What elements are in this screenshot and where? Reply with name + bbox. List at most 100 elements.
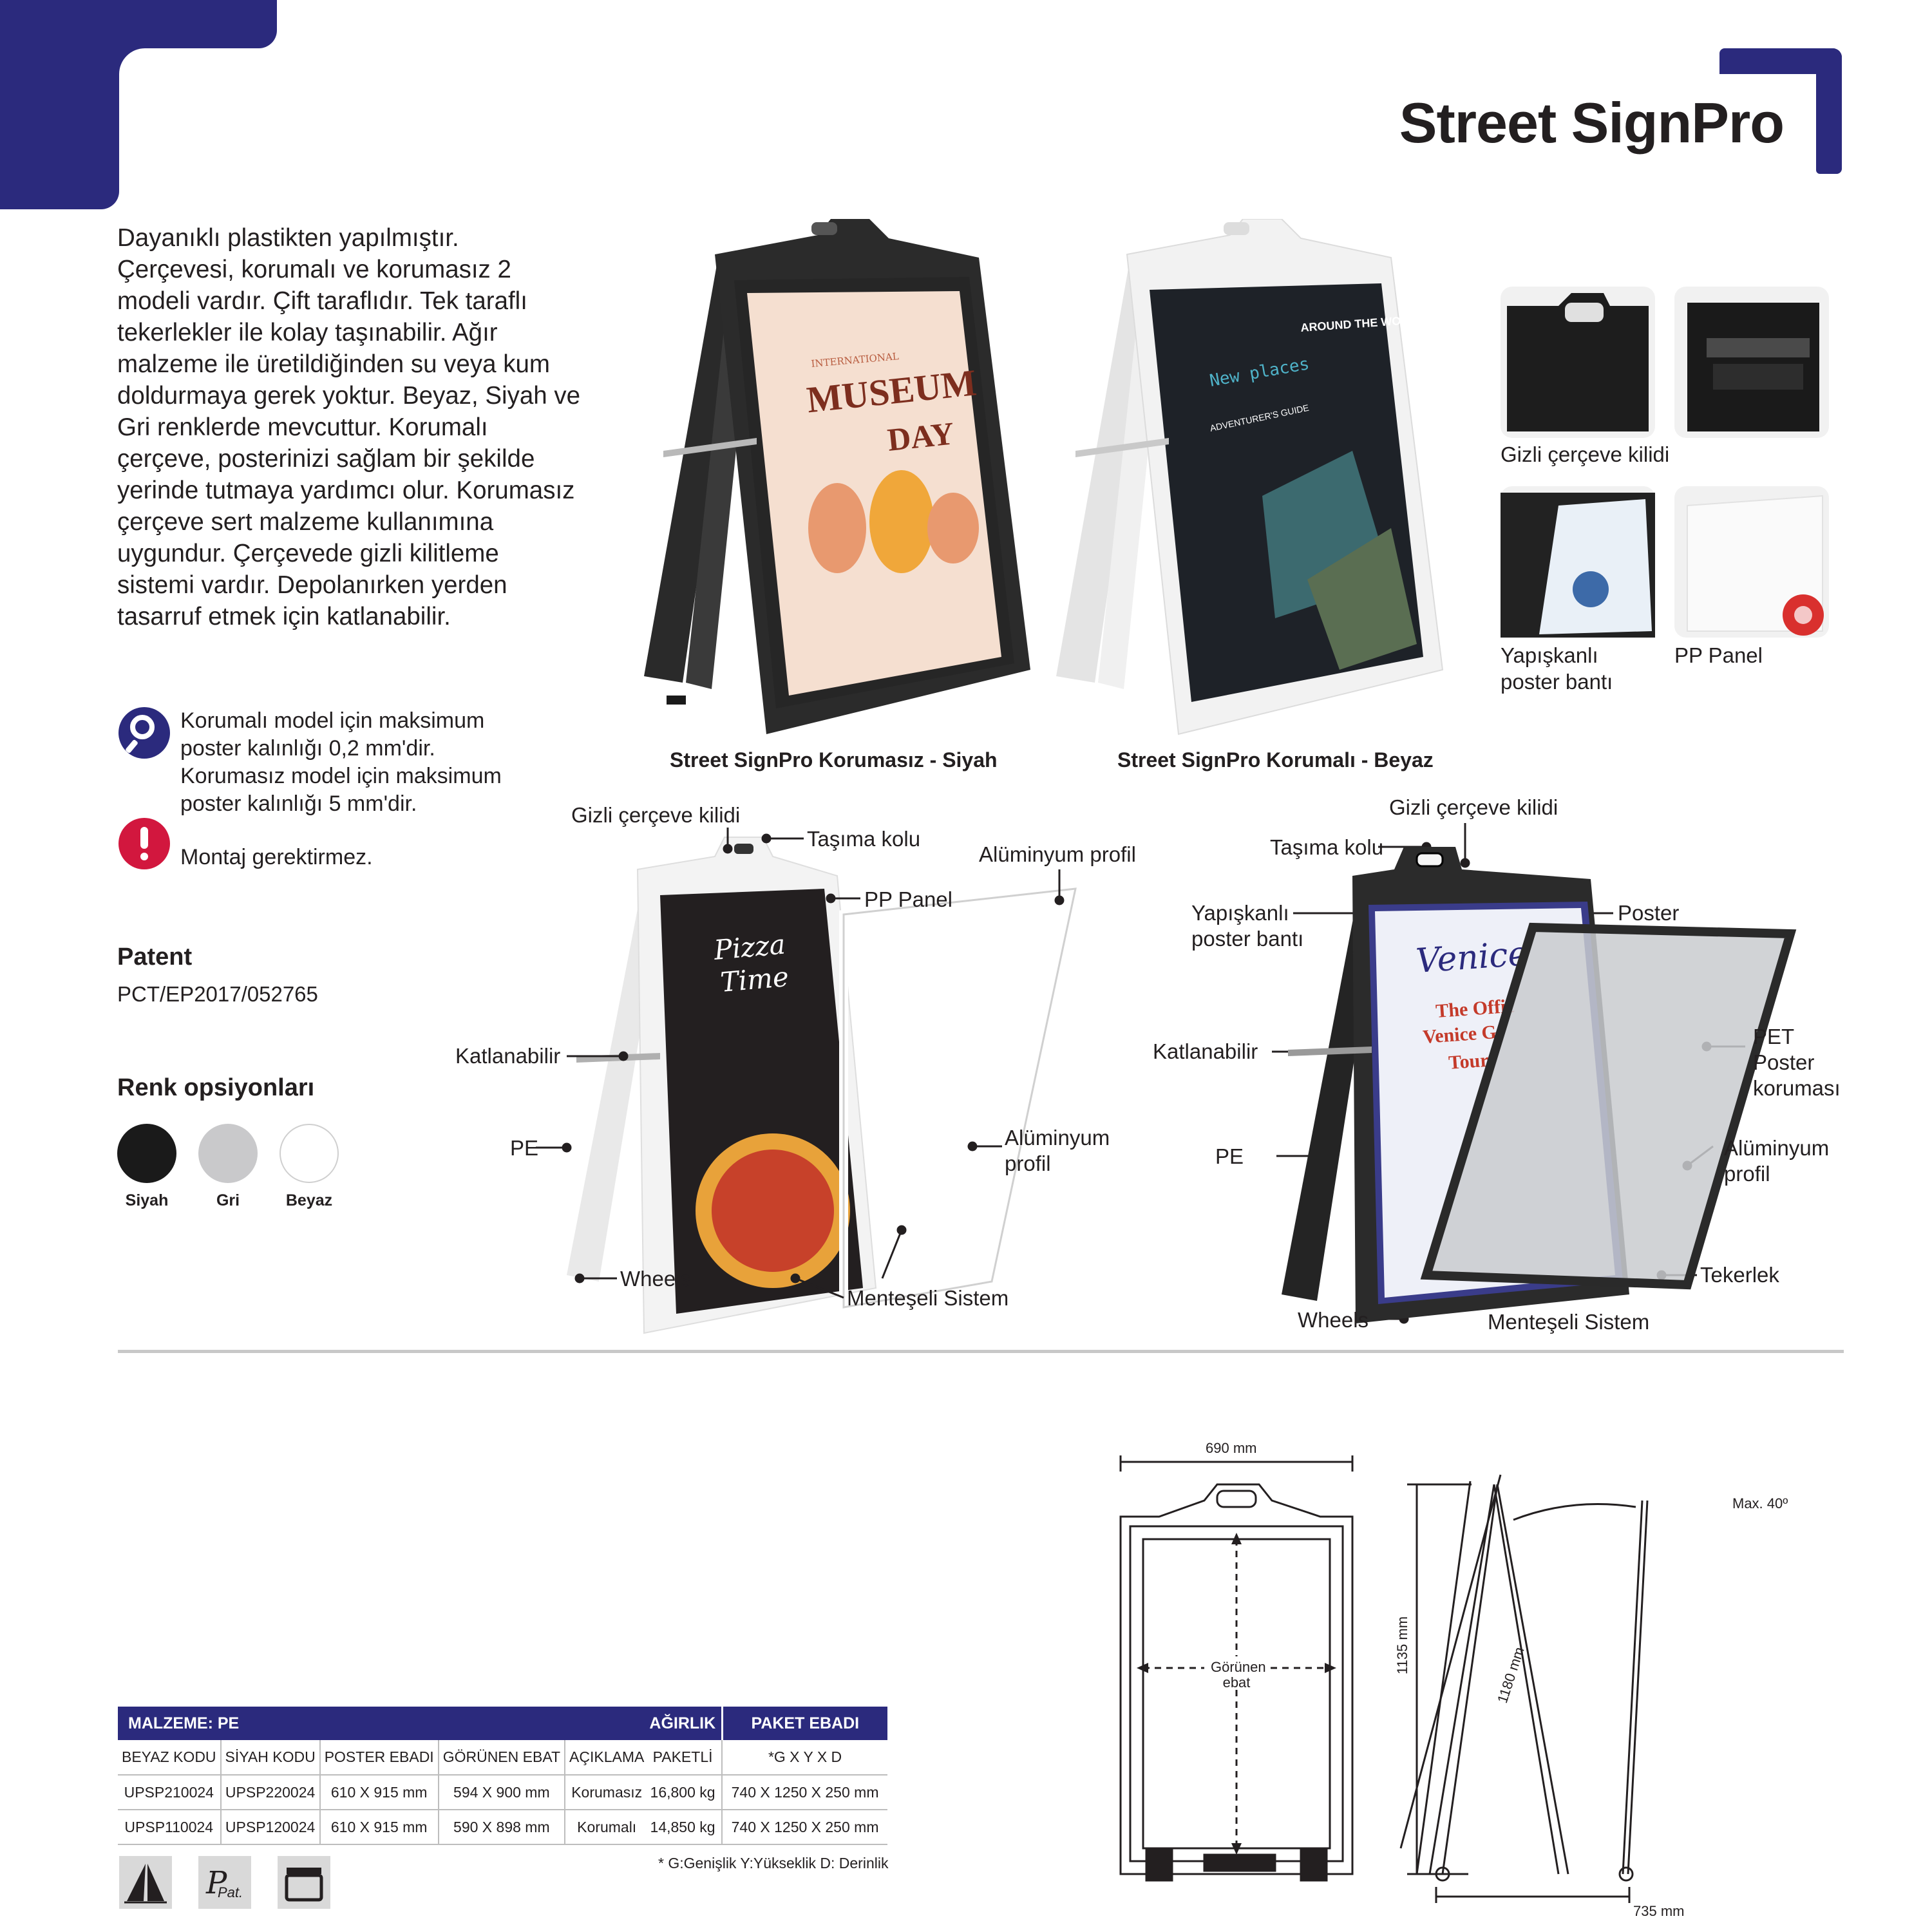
package-footnote: * G:Genişlik Y:Yükseklik D: Derinlik [658,1855,889,1871]
venice-poster-line4: Tour [1448,1050,1489,1074]
column-header: *G X Y X D [722,1740,887,1776]
black-sign-illustration: INTERNATIONAL MUSEUM DAY [644,219,1030,734]
table-cell: 14,850 kg [644,1810,723,1845]
table-cell: Korumasız [565,1775,649,1810]
color-swatch-white [279,1124,339,1183]
magnifier-icon [118,707,170,759]
table-cell: UPSP110024 [118,1810,222,1845]
color-label-white: Beyaz [285,1191,333,1209]
callout-left-aluminium-profile: Alüminyum profil [1005,1126,1110,1175]
callout-left-wheels: Wheels [620,1267,692,1291]
venice-poster-line3: Venice G [1422,1021,1497,1048]
material-table: MALZEME: PE BEYAZ KODU SİYAH KODU POSTER… [118,1707,649,1845]
callout-left-hinge: Menteşeli Sistem [847,1286,1009,1310]
dimension-base: 735 mm [1633,1903,1685,1919]
dimension-visible-area: Görünen ebat [1211,1659,1266,1690]
callout-left-hidden-lock: Gizli çerçeve kilidi [571,803,741,827]
table-row: 14,850 kg 740 X 1250 X 250 mm [644,1810,887,1845]
table-cell: 740 X 1250 X 250 mm [722,1775,887,1810]
column-header: PAKETLİ [644,1740,723,1776]
section-divider [118,1350,1844,1353]
note-line: poster kalınlığı 5 mm'dir. [180,791,417,816]
note-line: Korumalı model için maksimum [180,708,485,733]
callout-right-foldable: Katlanabilir [1153,1039,1258,1063]
pizza-poster-line2: Time [719,961,790,998]
assembly-note: Montaj gerektirmez. [180,845,373,869]
note-line: Korumasız model için maksimum [180,764,502,788]
callout-right-pe: PE [1215,1144,1244,1168]
callout-right-wheels: Wheels [1298,1308,1369,1332]
page-title: Street SignPro [1399,91,1785,155]
product-description: Dayanıklı plastikten yapılmıştır. Çerçev… [117,224,581,630]
poster-thickness-note: Korumalı model için maksimum poster kalı… [180,707,502,818]
callout-right-hidden-lock: Gizli çerçeve kilidi [1389,795,1558,819]
thumbnail-pp-panel [1674,486,1829,638]
table-cell: UPSP220024 [220,1775,321,1810]
table-cell: 610 X 915 mm [319,1775,439,1810]
patent-heading: Patent [117,943,193,971]
venice-poster-line1: Venice [1415,934,1529,981]
column-header: POSTER EBADI [319,1740,439,1776]
foldable-icon [119,1856,172,1909]
callout-right-pet: PET Poster koruması [1753,1025,1841,1100]
color-label-gray: Gri [216,1191,240,1209]
museum-poster-line3: DAY [886,415,956,458]
table-cell: 590 X 898 mm [438,1810,566,1845]
patent-number: PCT/EP2017/052765 [117,982,318,1006]
column-header: BEYAZ KODU [118,1740,222,1776]
thumbnail-adhesive-tape [1501,486,1655,638]
white-sign-illustration: AROUND THE WORLD New places ADVENTURER'S… [1056,219,1444,735]
no-assembly-icon [278,1856,330,1909]
svg-text:P: P [205,1865,227,1901]
callout-left-handle: Taşıma kolu [807,827,921,851]
caption-black-model: Street SignPro Korumasız - Siyah [670,748,998,772]
callout-right-tape: Yapışkanlı poster bantı [1191,901,1304,951]
exclamation-icon [118,818,170,869]
patent-icon: P Pat. [198,1856,251,1909]
corner-decoration-right [1816,48,1842,174]
table-cell: 740 X 1250 X 250 mm [722,1810,887,1845]
callout-right-poster: Poster [1618,901,1680,925]
color-label-black: Siyah [125,1191,169,1209]
material-table-heading: MALZEME: PE [118,1707,649,1740]
thumbnail-caption-adhesive-tape: Yapışkanlı poster bantı [1501,643,1613,694]
diagram-right-illustration: Venice The Offic Venice G Tour [1282,847,1797,1323]
callout-right-wheel: Tekerlek [1700,1263,1779,1287]
table-cell: 610 X 915 mm [319,1810,439,1845]
callout-right-handle: Taşıma kolu [1270,835,1384,859]
thumbnail-caption-hidden-lock: Gizli çerçeve kilidi [1501,442,1670,466]
column-header: AÇIKLAMA [565,1740,649,1776]
dimension-width: 690 mm [1206,1440,1257,1456]
table-cell: UPSP210024 [118,1775,222,1810]
table-cell: 594 X 900 mm [438,1775,566,1810]
color-swatch-black [117,1124,176,1183]
diagram-left-illustration: Pizza Time [567,837,1081,1334]
table-cell: 16,800 kg [644,1775,723,1810]
pizza-poster-line1: Pizza [712,928,787,966]
weight-heading: AĞIRLIK [644,1707,723,1740]
dimension-angle: Max. 40º [1732,1495,1788,1511]
column-header: GÖRÜNEN EBAT [438,1740,566,1776]
note-line: poster kalınlığı 0,2 mm'dir. [180,736,435,761]
callout-left-foldable: Katlanabilir [455,1044,561,1068]
dimension-drawings [1119,1455,1649,1903]
corner-decoration-left [0,0,119,209]
table-cell: Korumalı [565,1810,649,1845]
table-row: UPSP210024 UPSP220024 610 X 915 mm 594 X… [118,1775,649,1810]
table-cell: UPSP120024 [220,1810,321,1845]
thumbnail-hidden-lock-2 [1674,287,1829,438]
corner-decoration-curve [119,48,145,74]
product-photos: INTERNATIONAL MUSEUM DAY AROUND THE WORL… [644,219,1444,735]
color-swatch-gray [198,1124,258,1183]
callout-left-pe: PE [510,1136,539,1160]
weight-table: AĞIRLIK PAKET EBADI PAKETLİ *G X Y X D 1… [644,1707,887,1845]
callout-right-hinge: Menteşeli Sistem [1488,1310,1650,1334]
dimension-height: 1135 mm [1394,1616,1410,1674]
callout-left-pp-panel: PP Panel [864,887,952,911]
callout-left-aluminium-profile-top: Alüminyum profil [979,842,1136,866]
color-options-heading: Renk opsiyonları [117,1074,315,1101]
column-header: SİYAH KODU [220,1740,321,1776]
table-row: UPSP110024 UPSP120024 610 X 915 mm 590 X… [118,1810,649,1845]
thumbnail-hidden-lock-1 [1501,287,1655,438]
caption-white-model: Street SignPro Korumalı - Beyaz [1117,748,1434,772]
